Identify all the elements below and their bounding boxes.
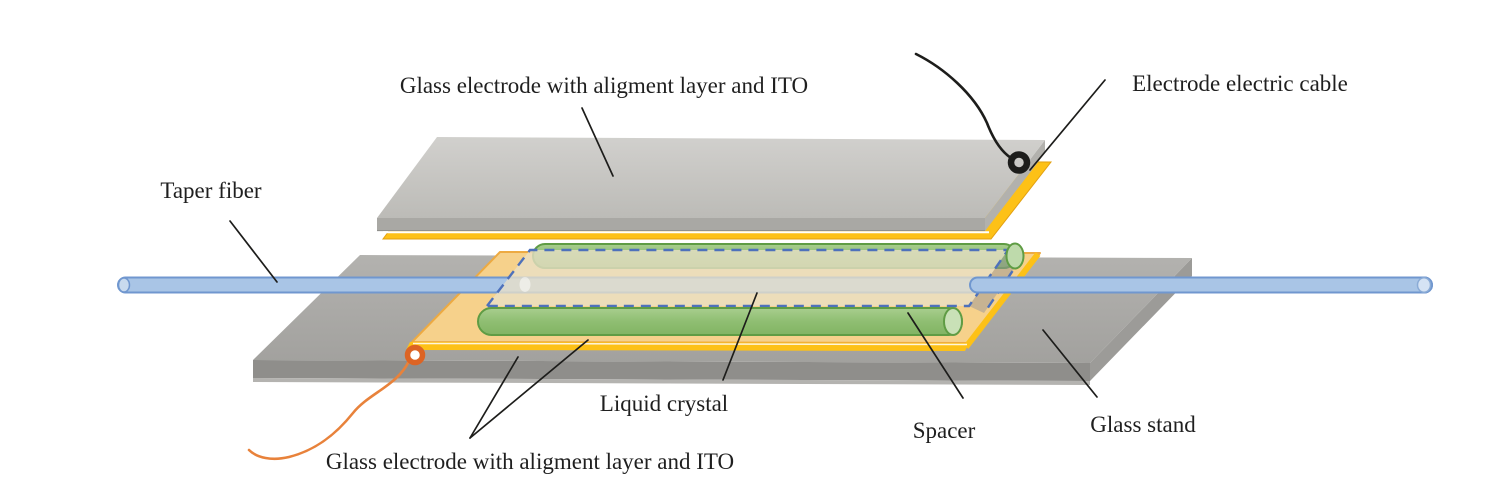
top-electrode-cable-wire [914, 52, 1013, 160]
top-plate-front-face [377, 218, 985, 231]
stand-bottom-lip [253, 378, 1090, 385]
front-spacer-end-cap [943, 307, 963, 336]
liquid-crystal-dashed-right-edge [984, 256, 1023, 313]
top-electrode-label: Glass electrode with aligment layer and … [400, 73, 808, 98]
stand-front-face [253, 360, 1090, 381]
taper-fiber-right-segment [969, 276, 1433, 294]
fiber-entry-highlight [519, 277, 531, 292]
bottom-electrode-gold-separator [412, 342, 968, 346]
bottom-electrode-label: Glass electrode with aligment layer and … [326, 449, 734, 474]
liquid-crystal-cell [484, 248, 1023, 313]
electrode-cable-leader-line [1029, 79, 1106, 171]
electrode-cable-label: Electrode electric cable [1132, 71, 1348, 96]
taper-fiber-left-end-cap [117, 277, 131, 293]
taper-fiber-right-end-cap [1416, 277, 1432, 293]
glass-stand-label: Glass stand [1090, 412, 1196, 437]
liquid-crystal-leader-line [722, 292, 758, 381]
back-spacer-end-cap [1005, 242, 1025, 270]
top-plate-top-face [377, 137, 1045, 218]
bottom-cable-ring-connector [404, 344, 426, 366]
bottom-electrode-leader-line-b [469, 339, 589, 439]
glass-stand-leader-line [1042, 329, 1098, 398]
top-glass-electrode [377, 137, 1053, 240]
top-cable-ring-connector [1007, 151, 1031, 174]
top-electrode-leader-line [581, 107, 614, 177]
spacer-leader-line [907, 312, 964, 399]
liquid-crystal-label: Liquid crystal [600, 391, 728, 416]
front-spacer-cylinder [477, 307, 963, 336]
ito-layer-bottom-right-edge [963, 252, 1041, 349]
taper-fiber-label: Taper fiber [160, 178, 262, 203]
spacer-label: Spacer [913, 418, 976, 443]
bottom-electrode-leader-line-a [469, 356, 519, 439]
bottom-electrode-cable-wire [247, 359, 411, 461]
liquid-crystal-slab [487, 250, 1008, 306]
taper-fiber-leader-line [229, 220, 278, 283]
